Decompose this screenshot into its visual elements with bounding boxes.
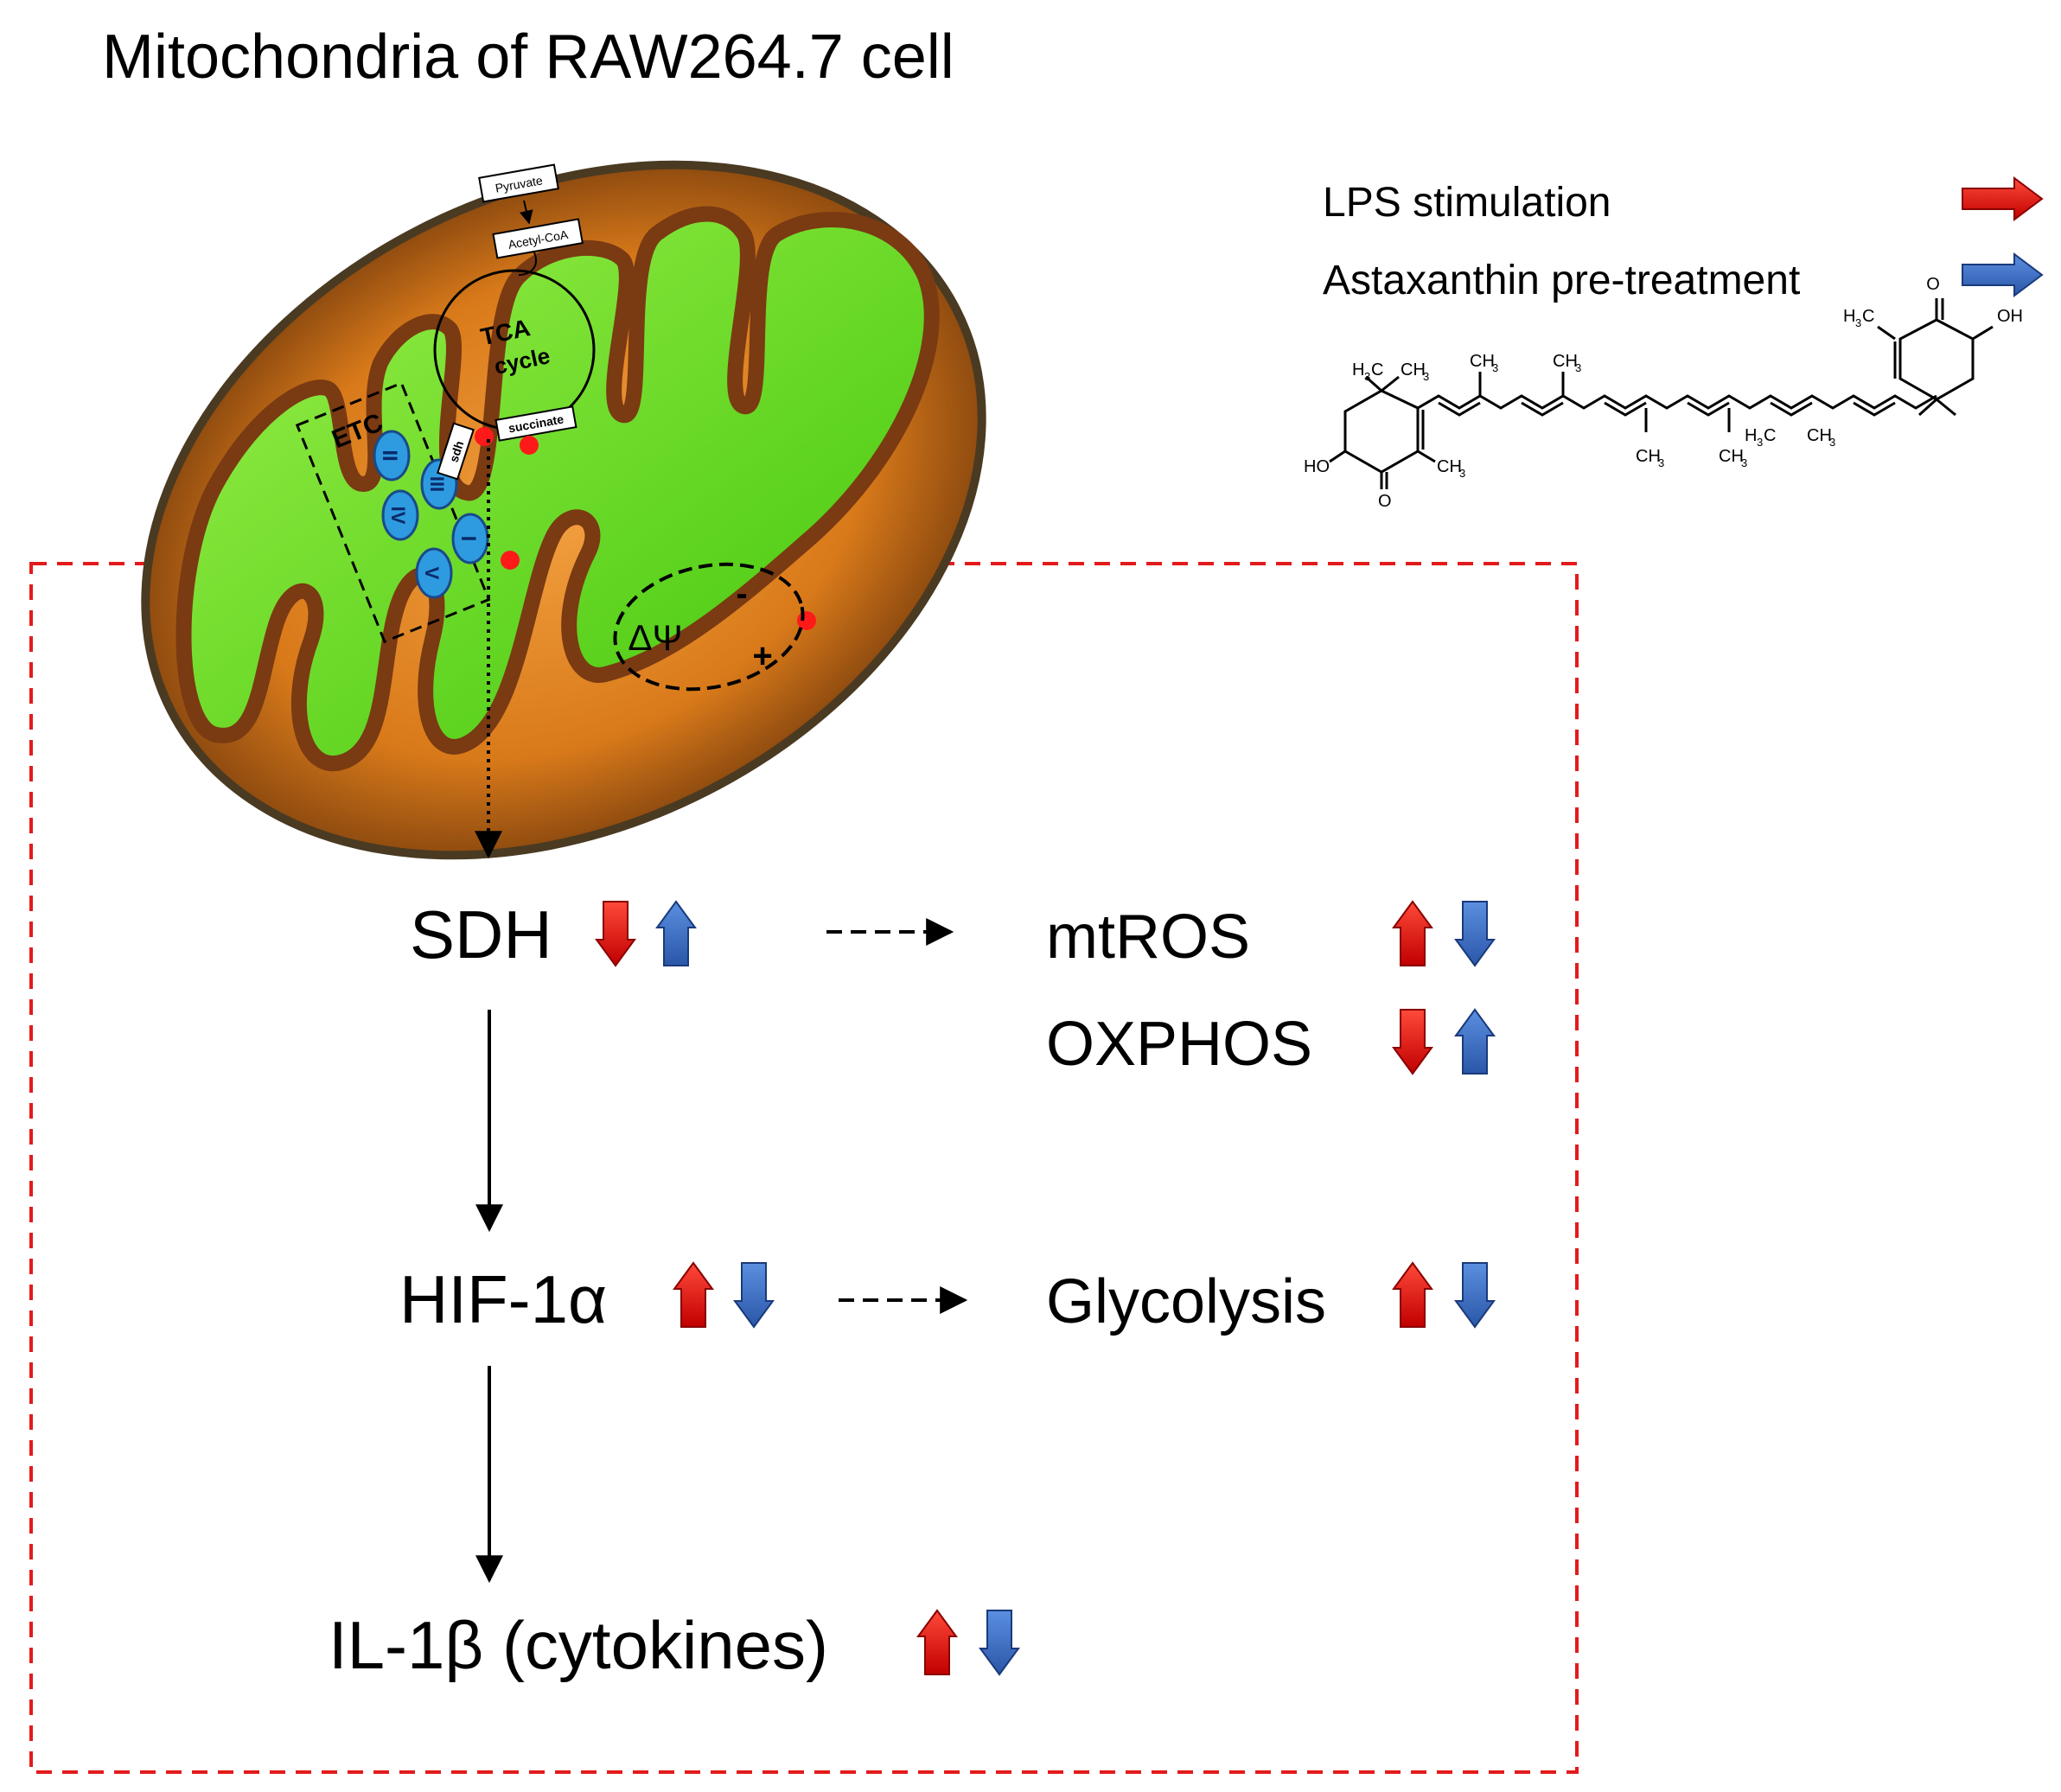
svg-text:CH: CH — [1470, 352, 1495, 371]
mtros-lps-up-arrow-icon — [1392, 900, 1433, 966]
svg-text:IV: IV — [387, 507, 409, 525]
astaxanthin-structure — [1329, 298, 1994, 489]
acetyl-coa-connector — [518, 252, 537, 276]
mitochondrion: Pyruvate Acetyl-CoA TCA cycle ETC II III — [141, 160, 986, 860]
svg-text:3: 3 — [1459, 467, 1465, 480]
svg-text:C: C — [1862, 307, 1874, 326]
diagram-title: Mitochondria of RAW264.7 cell — [102, 22, 954, 92]
sdh-astaxanthin-up-arrow-icon — [655, 900, 697, 966]
hif-astaxanthin-down-arrow-icon — [733, 1262, 775, 1329]
svg-text:3: 3 — [1757, 436, 1763, 449]
svg-text:H: H — [1352, 360, 1364, 379]
glycolysis-astaxanthin-down-arrow-icon — [1454, 1262, 1496, 1329]
oxphos-lps-down-arrow-icon — [1392, 1009, 1433, 1075]
il1b-lps-up-arrow-icon — [916, 1609, 958, 1675]
svg-text:3: 3 — [1364, 370, 1370, 383]
svg-text:II: II — [378, 450, 401, 461]
membrane-potential-ellipse — [613, 562, 805, 692]
red-marker-dot — [520, 436, 539, 455]
svg-text:O: O — [1926, 275, 1940, 294]
svg-text:H: H — [1843, 307, 1855, 326]
pyruvate-arrow — [519, 200, 533, 225]
red-marker-dot — [501, 551, 520, 570]
plus-sign: + — [752, 637, 772, 675]
svg-text:C: C — [1764, 426, 1776, 445]
legend-arrow-lps-icon — [1962, 176, 2044, 221]
svg-text:OH: OH — [1997, 307, 2023, 326]
legend-label-lps: LPS stimulation — [1323, 180, 1611, 226]
oxphos-astaxanthin-up-arrow-icon — [1454, 1008, 1496, 1075]
svg-text:V: V — [421, 567, 443, 580]
sdh-lps-down-arrow-icon — [595, 901, 636, 967]
legend-label-astaxanthin: Astaxanthin pre-treatment — [1323, 258, 1800, 303]
svg-text:C: C — [1371, 360, 1383, 379]
svg-text:CH: CH — [1437, 457, 1462, 476]
mtros-astaxanthin-down-arrow-icon — [1454, 901, 1496, 967]
svg-text:CH: CH — [1807, 426, 1832, 445]
svg-text:CH: CH — [1636, 447, 1661, 466]
svg-text:H: H — [1745, 426, 1757, 445]
svg-text:CH: CH — [1719, 447, 1744, 466]
il1b-astaxanthin-down-arrow-icon — [979, 1610, 1020, 1676]
svg-text:3: 3 — [1423, 370, 1429, 383]
sdh-label: SDH — [410, 896, 552, 973]
mtros-label: mtROS — [1046, 902, 1250, 972]
svg-text:HO: HO — [1304, 457, 1330, 476]
svg-text:I: I — [456, 536, 480, 542]
svg-text:III: III — [426, 476, 448, 492]
svg-text:O: O — [1378, 492, 1392, 511]
acetyl-coa-box: Acetyl-CoA — [492, 218, 584, 259]
legend: LPS stimulation Astaxanthin pre-treatmen… — [1323, 176, 2044, 303]
sdh-box-label: sdh — [446, 439, 466, 464]
svg-text:3: 3 — [1658, 456, 1664, 469]
svg-text:3: 3 — [1492, 361, 1498, 374]
svg-text:3: 3 — [1575, 361, 1581, 374]
succinate-box: succinate — [495, 405, 577, 442]
svg-text:3: 3 — [1855, 316, 1861, 329]
hif-lps-up-arrow-icon — [673, 1261, 714, 1328]
pyruvate-box: Pyruvate — [478, 163, 559, 203]
legend-arrow-astaxanthin-icon — [1962, 252, 2044, 297]
il1b-label: IL-1β (cytokines) — [329, 1607, 828, 1683]
astaxanthin-labels: O OH H 3 C CH 3 CH 3 H 3 C CH 3 HO O CH … — [1304, 275, 2023, 511]
svg-text:CH: CH — [1553, 352, 1578, 371]
complex-II: II — [373, 430, 411, 481]
svg-text:3: 3 — [1741, 456, 1747, 469]
membrane-potential-label: ΔΨ — [628, 617, 682, 658]
pathway-dashed-box — [29, 562, 1579, 1774]
hif-label: HIF-1α — [399, 1261, 607, 1337]
minus-sign: - — [736, 575, 747, 613]
complex-V: V — [415, 547, 453, 599]
glycolysis-label: Glycolysis — [1046, 1267, 1326, 1336]
sdh-box: sdh — [437, 422, 475, 481]
svg-text:3: 3 — [1829, 436, 1835, 449]
oxphos-label: OXPHOS — [1046, 1010, 1312, 1079]
red-marker-dot — [475, 427, 494, 446]
glycolysis-lps-up-arrow-icon — [1392, 1261, 1433, 1328]
svg-text:CH: CH — [1401, 360, 1426, 379]
complex-I: I — [451, 513, 489, 564]
complex-IV: IV — [381, 489, 419, 541]
